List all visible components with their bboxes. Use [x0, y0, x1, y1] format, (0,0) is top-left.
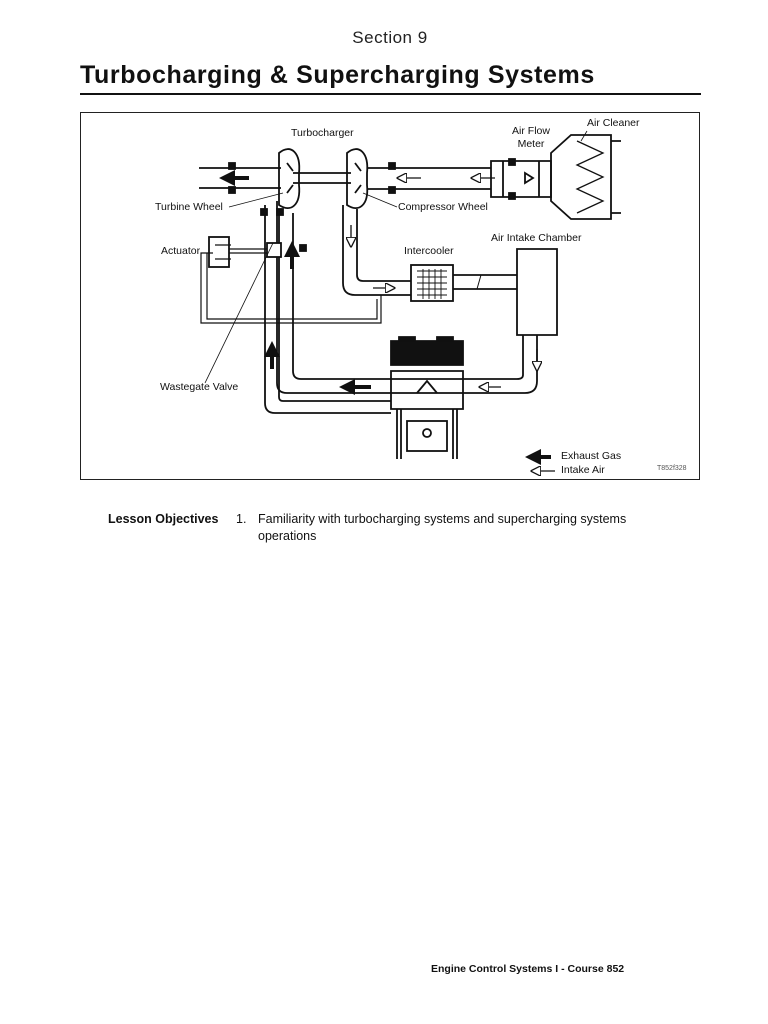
pipe-clamp	[228, 162, 236, 170]
air-cleaner	[550, 134, 612, 220]
intercooler-outlet-pipe	[453, 274, 517, 290]
label-turbocharger: Turbocharger	[291, 127, 354, 139]
turbocharging-diagram: Turbocharger Air Flow Meter Air Cleaner …	[80, 112, 700, 480]
compressor-outlet-pipe	[342, 205, 411, 296]
label-air-flow-meter-line2: Meter	[517, 138, 545, 150]
label-actuator: Actuator	[161, 245, 201, 257]
actuator-body	[208, 236, 230, 268]
turbine-housing	[278, 148, 301, 209]
label-intercooler: Intercooler	[404, 245, 454, 257]
leader-compressor-wheel	[362, 192, 398, 208]
leader-turbine-wheel	[228, 192, 284, 208]
leader-air-cleaner	[580, 130, 588, 142]
label-wastegate-valve: Wastegate Valve	[160, 381, 239, 393]
turbo-shaft	[293, 172, 351, 184]
legend-intake-air: Intake Air	[561, 464, 605, 476]
compressor-housing	[346, 148, 369, 209]
objective-number: 1.	[236, 512, 247, 526]
label-air-flow-meter-line1: Air Flow	[512, 125, 550, 137]
objective-text: Familiarity with turbocharging systems a…	[258, 512, 627, 543]
piston	[406, 420, 448, 452]
label-compressor-wheel: Compressor Wheel	[398, 201, 488, 213]
section-label: Section 9	[352, 28, 428, 47]
exhaust-outlet-pipe	[199, 167, 281, 189]
label-air-intake-chamber: Air Intake Chamber	[491, 232, 582, 244]
engine-head	[390, 340, 464, 366]
label-turbine-wheel: Turbine Wheel	[155, 201, 223, 213]
leader-wastegate-valve	[204, 242, 274, 384]
pipe-clamp	[228, 186, 236, 194]
objectives-heading: Lesson Objectives	[108, 512, 219, 526]
legend-exhaust-gas: Exhaust Gas	[561, 450, 622, 462]
air-intake-chamber	[516, 248, 558, 336]
page-title: Turbocharging & Supercharging Systems	[80, 61, 595, 89]
label-air-cleaner: Air Cleaner	[587, 117, 640, 129]
footer-course: Engine Control Systems I - Course 852	[431, 963, 625, 975]
diagram-drawing	[199, 130, 621, 479]
exhaust-riser	[264, 205, 391, 414]
air-flow-meter	[490, 160, 552, 198]
engine-block	[390, 370, 464, 410]
title-rule	[80, 93, 701, 95]
figure-code: T852f328	[657, 465, 687, 472]
intake-pipe	[367, 167, 491, 190]
